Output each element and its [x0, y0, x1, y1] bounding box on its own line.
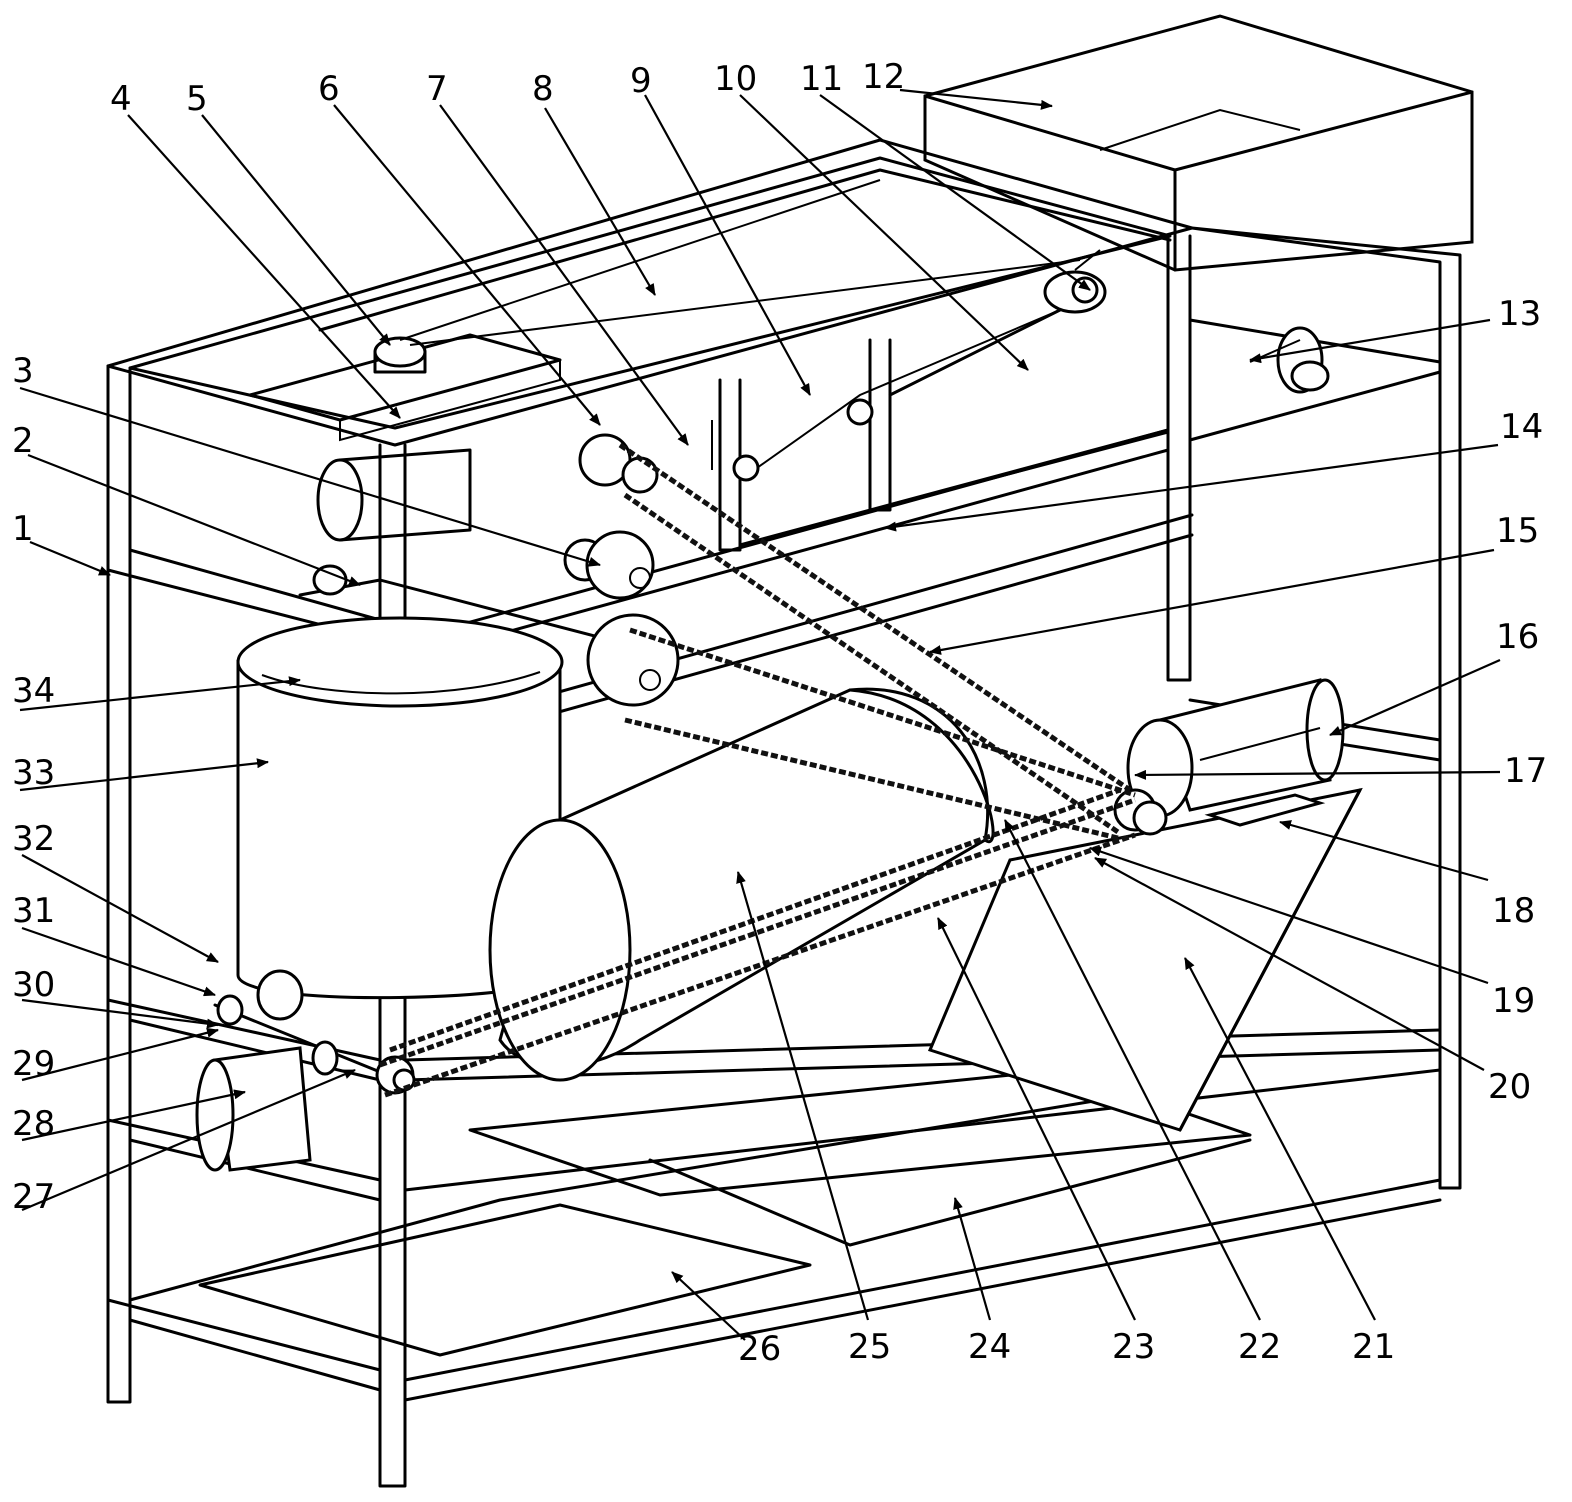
callout-15: 15 — [1496, 511, 1539, 551]
callout-22: 22 — [1238, 1327, 1281, 1367]
callout-24: 24 — [968, 1327, 1011, 1367]
callout-19: 19 — [1492, 981, 1535, 1021]
callout-34: 34 — [12, 671, 55, 711]
callout-17: 17 — [1504, 751, 1547, 791]
callout-3: 3 — [12, 351, 34, 391]
callout-16: 16 — [1496, 617, 1539, 657]
callout-14: 14 — [1500, 407, 1543, 447]
callout-7: 7 — [426, 69, 448, 109]
callout-11: 11 — [800, 59, 843, 99]
callout-1: 1 — [12, 509, 34, 549]
callout-25: 25 — [848, 1327, 891, 1367]
hopper — [925, 16, 1472, 270]
callout-10: 10 — [714, 59, 757, 99]
callout-8: 8 — [532, 69, 554, 109]
callout-21: 21 — [1352, 1327, 1395, 1367]
callout-29: 29 — [12, 1044, 55, 1084]
callout-12: 12 — [862, 57, 905, 97]
callout-28: 28 — [12, 1104, 55, 1144]
callout-33: 33 — [12, 753, 55, 793]
lower-motor — [197, 971, 400, 1170]
callout-32: 32 — [12, 819, 55, 859]
callout-20: 20 — [1488, 1067, 1531, 1107]
callout-27: 27 — [12, 1177, 55, 1217]
callout-4: 4 — [110, 79, 132, 119]
callout-9: 9 — [630, 61, 652, 101]
callout-18: 18 — [1492, 891, 1535, 931]
callout-31: 31 — [12, 891, 55, 931]
chute — [930, 790, 1360, 1130]
callout-13: 13 — [1498, 294, 1541, 334]
callout-26: 26 — [738, 1329, 781, 1369]
callout-23: 23 — [1112, 1327, 1155, 1367]
callout-5: 5 — [186, 79, 208, 119]
callout-6: 6 — [318, 69, 340, 109]
callout-2: 2 — [12, 421, 34, 461]
callout-30: 30 — [12, 965, 55, 1005]
right-motor — [1128, 680, 1343, 825]
